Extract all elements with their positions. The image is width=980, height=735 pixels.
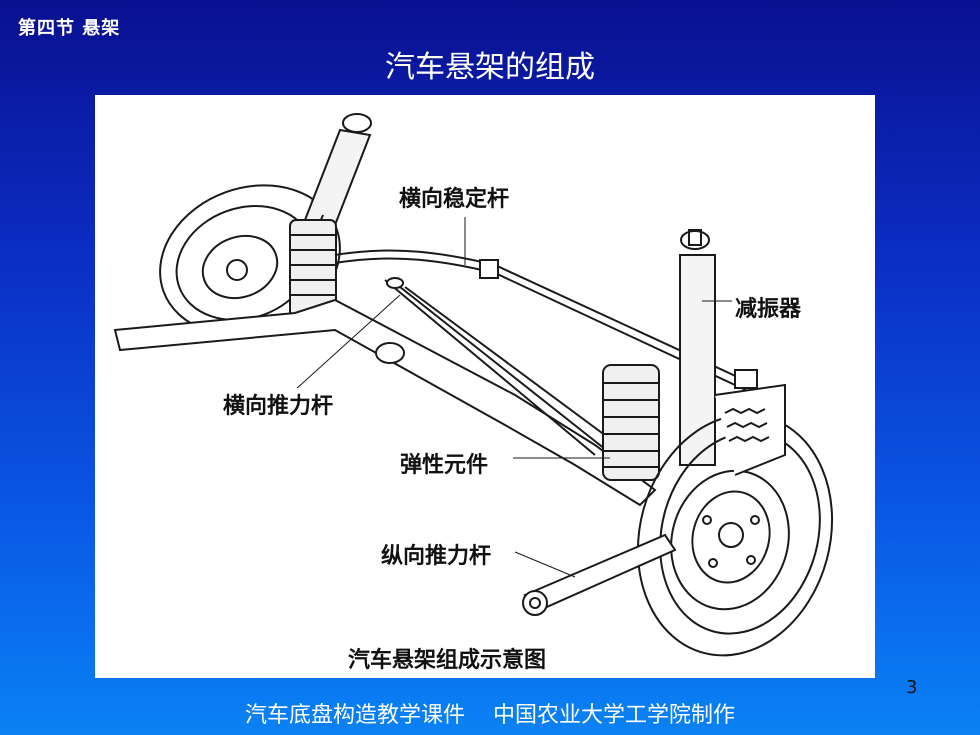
figure-caption: 汽车悬架组成示意图: [348, 648, 547, 673]
right-wheel: [636, 383, 834, 657]
callout-spring: 弹性元件: [398, 447, 491, 479]
leader-lines: [294, 217, 732, 578]
callout-shock-absorber: 减振器: [733, 291, 804, 323]
suspension-illustration: [113, 113, 834, 657]
slide-title: 汽车悬架的组成: [385, 50, 595, 85]
stabilizer-bar: [334, 249, 758, 393]
callout-trailing-arm: 纵向推力杆: [379, 538, 494, 570]
axle-beam: [113, 298, 657, 507]
callout-stabilizer-bar: 横向稳定杆: [397, 181, 512, 213]
page-number: 3: [906, 677, 918, 698]
footer-text: 汽车底盘构造教学课件 中国农业大学工学院制作: [245, 703, 735, 728]
section-label: 第四节 悬架: [18, 18, 121, 39]
suspension-diagram: 横向稳定杆 减振器 横向推力杆 弹性元件 纵向推力杆 汽车悬架组成示意图: [95, 95, 875, 678]
right-coil-spring: [602, 364, 660, 481]
lateral-rods: [375, 277, 626, 456]
callout-lateral-rod: 横向推力杆: [221, 388, 336, 420]
trailing-arm: [522, 533, 677, 616]
